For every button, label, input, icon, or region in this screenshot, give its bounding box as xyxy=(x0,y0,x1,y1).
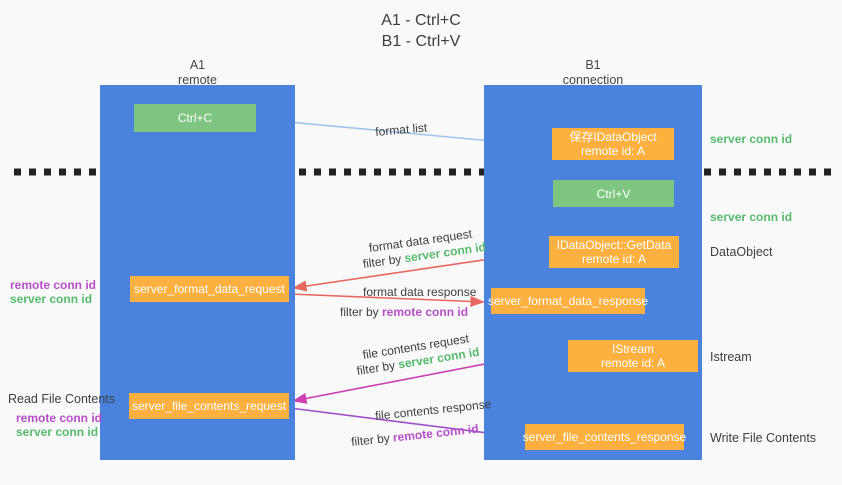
box-ctrl-v-label: Ctrl+V xyxy=(596,186,631,201)
box-ctrl-v[interactable]: Ctrl+V xyxy=(553,180,674,207)
box-format-data-response-label: server_format_data_response xyxy=(487,294,649,308)
label-format-list: format list xyxy=(374,120,428,140)
note-read-file-contents: Read File Contents xyxy=(8,392,116,406)
column-header-b1: B1 connection xyxy=(484,58,702,88)
title-line-1: A1 - Ctrl+C xyxy=(381,12,461,29)
box-file-contents-request-label: server_file_contents_request xyxy=(131,399,287,413)
label-format-data-response: format data response xyxy=(363,285,477,299)
box-save-idataobject[interactable]: 保存IDataObject remote id: A xyxy=(552,128,674,160)
filter-prefix-4: filter by xyxy=(350,430,394,450)
label-file-contents-response: file contents response xyxy=(374,396,493,424)
box-server-format-data-request[interactable]: server_format_data_request xyxy=(130,276,289,302)
box-server-format-data-response[interactable]: server_format_data_response xyxy=(487,288,649,314)
box-istream[interactable]: IStream remote id: A xyxy=(568,340,698,372)
box-server-file-contents-response[interactable]: server_file_contents_response xyxy=(522,424,687,450)
column-a1-name: A1 xyxy=(189,58,206,72)
note-data-object: DataObject xyxy=(710,245,773,259)
column-b1-name: B1 xyxy=(585,58,601,72)
box-getdata-line1: IDataObject::GetData xyxy=(556,238,672,252)
box-istream-line2: remote id: A xyxy=(600,356,666,370)
filter-prefix-3: filter by xyxy=(355,357,400,379)
label-file-contents-response-filter: filter by remote conn id xyxy=(350,422,479,450)
box-server-file-contents-request[interactable]: server_file_contents_request xyxy=(129,393,289,419)
note-server-conn-id-left-2: server conn id xyxy=(16,425,99,439)
column-a1-sub: remote xyxy=(178,73,217,87)
filter-key-remote-conn-id-1: remote conn id xyxy=(382,305,469,319)
note-server-conn-id-mid: server conn id xyxy=(710,210,793,224)
filter-prefix-1: filter by xyxy=(361,251,406,272)
box-ctrl-c-label: Ctrl+C xyxy=(177,111,213,125)
box-file-contents-response-label: server_file_contents_response xyxy=(522,430,687,444)
box-format-data-request-label: server_format_data_request xyxy=(134,282,285,296)
note-remote-conn-id-2: remote conn id xyxy=(16,411,103,425)
box-idataobject-getdata[interactable]: IDataObject::GetData remote id: A xyxy=(549,236,679,268)
note-server-conn-id-top: server conn id xyxy=(710,132,793,146)
box-getdata-line2: remote id: A xyxy=(581,252,647,266)
column-b1-sub: connection xyxy=(562,73,624,87)
note-istream: Istream xyxy=(710,350,752,364)
diagram-title: A1 - Ctrl+C B1 - Ctrl+V xyxy=(0,10,842,52)
box-save-idataobject-line1: 保存IDataObject xyxy=(569,130,657,144)
title-line-2: B1 - Ctrl+V xyxy=(381,33,461,50)
column-header-a1: A1 remote xyxy=(100,58,295,88)
note-write-file-contents: Write File Contents xyxy=(710,431,817,445)
box-ctrl-c[interactable]: Ctrl+C xyxy=(134,104,256,132)
note-remote-conn-id-1: remote conn id xyxy=(10,278,97,292)
box-save-idataobject-line2: remote id: A xyxy=(580,144,646,158)
box-istream-line1: IStream xyxy=(611,342,654,356)
note-server-conn-id-left-1: server conn id xyxy=(10,292,93,306)
label-format-data-response-filter: filter by remote conn id xyxy=(340,305,468,320)
filter-prefix-2: filter by xyxy=(340,305,383,319)
filter-key-remote-conn-id-2: remote conn id xyxy=(392,421,480,445)
